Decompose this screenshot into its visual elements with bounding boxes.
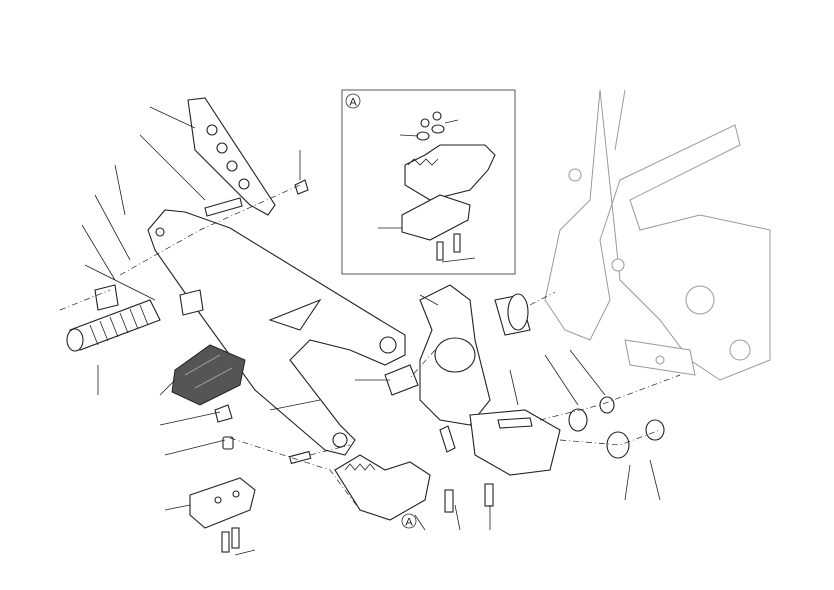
rubber-pad [171, 344, 246, 450]
footpeg-bracket [147, 209, 406, 456]
bushings [288, 396, 665, 513]
leader-lines [81, 106, 661, 556]
footpeg-plate [189, 477, 256, 553]
rubber-footpeg [66, 284, 204, 352]
serrated-footpeg [334, 407, 456, 521]
detail-a-reference-marker [401, 513, 417, 529]
detail-inset-a [341, 89, 516, 275]
frame-outline [544, 89, 771, 381]
pivot-bracket [384, 284, 561, 476]
heel-guard [187, 97, 309, 217]
alignment-lines [59, 184, 681, 511]
inset-label: A [349, 97, 357, 109]
footpeg-reference-label: A [405, 517, 413, 529]
